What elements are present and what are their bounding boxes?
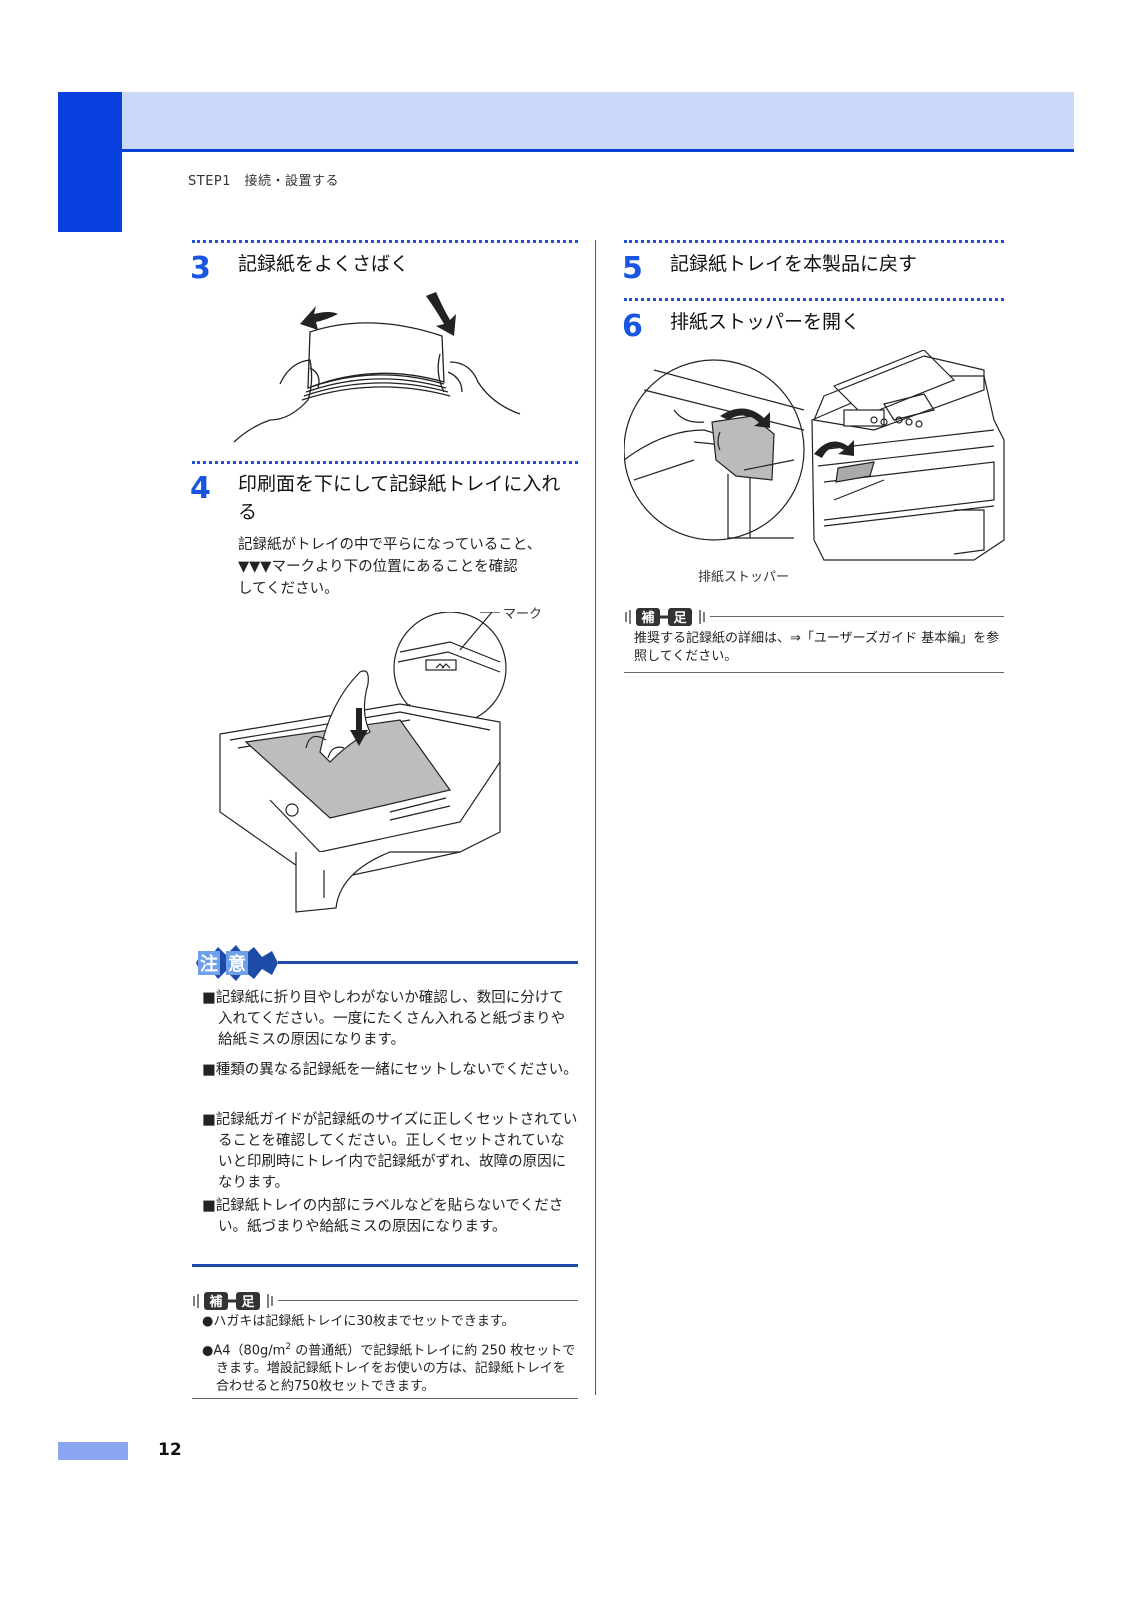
- note-item-text: の普通紙）で記録紙トレイに約 250 枚セットできます。増設記録紙トレイをお使い…: [216, 1343, 576, 1395]
- step-title: 記録紙をよくさばく: [238, 253, 410, 275]
- note-label-2: 足: [241, 1295, 255, 1310]
- note-item: ●A4（80g/m2 の普通紙）で記録紙トレイに約 250 枚セットできます。増…: [202, 1338, 578, 1396]
- step-number: 4: [190, 471, 211, 506]
- step-body: 記録紙がトレイの中で平らになっていること、 ▼▼▼マークより下の位置にあることを…: [238, 534, 541, 600]
- step-title: 排紙ストッパーを開く: [670, 311, 861, 333]
- note-text: 推奨する記録紙の詳細は、⇒「ユーザーズガイド 基本編」を参照してください。: [634, 631, 1000, 664]
- caution-label-2: 意: [228, 953, 246, 975]
- chapter-tab: [58, 92, 122, 232]
- step-title: 記録紙トレイを本製品に戻す: [670, 253, 918, 275]
- note-top-rule: [710, 616, 1004, 617]
- note-top-rule: [278, 1300, 578, 1301]
- note-label-1: 補: [208, 1294, 222, 1310]
- superscript: 2: [285, 1342, 292, 1352]
- page-number-bar: [58, 1442, 128, 1460]
- breadcrumb: STEP1 接続・設置する: [188, 174, 340, 189]
- caution-bottom-rule: [192, 1264, 578, 1267]
- paper-tray-illustration: [219, 612, 507, 913]
- caution-item: ■記録紙ガイドが記録紙のサイズに正しくセットされていることを確認してください。正…: [202, 1112, 578, 1191]
- note-badge-icon: 補 足: [193, 1292, 273, 1310]
- note-label-1: 補: [640, 610, 654, 626]
- mark-callout: マーク: [503, 607, 543, 622]
- caution-top-rule: [278, 961, 578, 964]
- page-number: 12: [158, 1440, 182, 1460]
- note-item: ●ハガキは記録紙トレイに30枚までセットできます。: [202, 1314, 515, 1329]
- body-line: 記録紙がトレイの中で平らになっていること、: [238, 537, 542, 553]
- note-item-text: ●A4（80g/m: [202, 1343, 286, 1359]
- step-divider-dots: [624, 298, 1004, 301]
- output-stopper-callout: 排紙ストッパー: [698, 570, 790, 585]
- note-label-2: 足: [673, 611, 687, 626]
- body-line: してください。: [238, 581, 339, 597]
- note-badge-icon: 補 足: [625, 608, 705, 626]
- step-title-line1: 印刷面を下にして記録紙トレイに入れ: [238, 473, 561, 495]
- body-line: ▼▼▼マークより下の位置にあることを確認: [238, 559, 518, 575]
- printer-illustration: [624, 350, 1005, 561]
- caution-item: ■記録紙トレイの内部にラベルなどを貼らないでください。紙づまりや給紙ミスの原因に…: [202, 1198, 564, 1235]
- step-divider-dots: [192, 461, 578, 464]
- caution-item: ■種類の異なる記録紙を一緒にセットしないでください。: [202, 1062, 578, 1078]
- note-bottom-rule: [624, 672, 1004, 673]
- step-number: 3: [190, 251, 211, 286]
- caution-item: ■記録紙に折り目やしわがないか確認し、数回に分けて入れてください。一度にたくさん…: [202, 990, 566, 1048]
- header-band: [122, 92, 1074, 152]
- step-title-line2: る: [238, 501, 258, 523]
- step-divider-dots: [624, 240, 1004, 243]
- fan-paper-illustration: [233, 292, 521, 443]
- step-number: 6: [622, 309, 643, 344]
- column-divider: [595, 240, 596, 1395]
- caution-badge-icon: 注 意: [196, 945, 278, 981]
- caution-label-1: 注: [200, 953, 218, 975]
- step-divider-dots: [192, 240, 578, 243]
- note-bottom-rule: [192, 1398, 578, 1399]
- step-number: 5: [622, 251, 643, 286]
